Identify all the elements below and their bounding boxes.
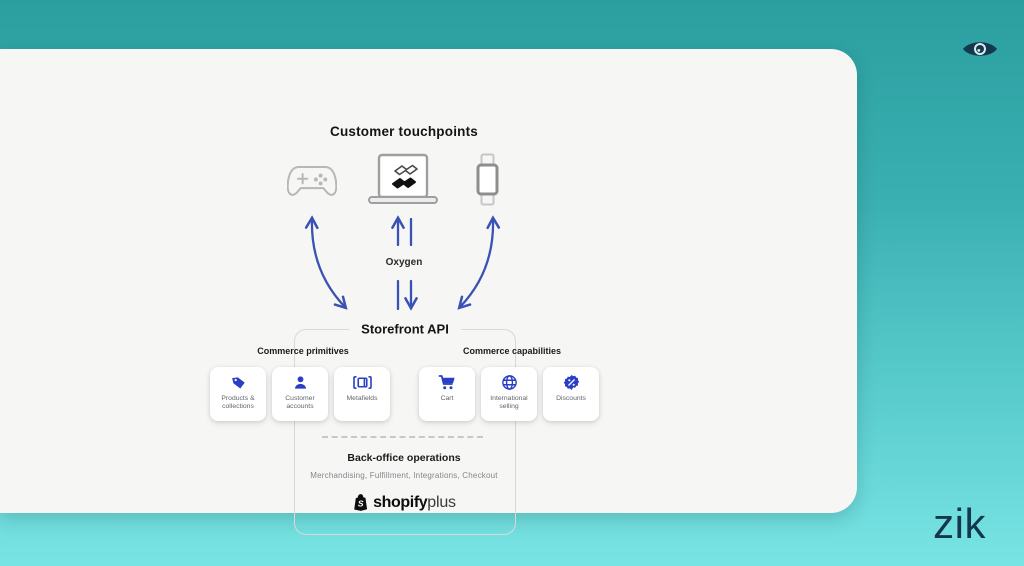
logo-suffix-text: plus (427, 493, 456, 511)
tag-icon (230, 374, 247, 391)
card-label: Discounts (556, 395, 586, 402)
card-metafields: Metafields (334, 367, 390, 421)
storefront-api-box (294, 329, 516, 535)
watermark-text: zik (933, 500, 986, 547)
shopify-bag-icon: S (352, 493, 369, 512)
laptop-hydrogen-icon (367, 153, 439, 213)
commerce-primitives-heading: Commerce primitives (257, 346, 349, 356)
card-customer-accounts: Customer accounts (272, 367, 328, 421)
eye-icon (961, 36, 999, 67)
discount-icon (563, 374, 580, 391)
metafields-icon (352, 374, 372, 391)
diagram-panel: Customer touchpoints (0, 49, 857, 535)
card-label: Metafields (346, 395, 378, 402)
commerce-primitives-cards: Products & collections Customer accounts (210, 367, 390, 421)
smartwatch-icon (476, 153, 499, 211)
back-office-title: Back-office operations (347, 452, 461, 464)
back-office-separator (322, 436, 483, 438)
diagram-title: Customer touchpoints (330, 124, 478, 139)
commerce-capabilities-heading: Commerce capabilities (462, 346, 562, 356)
storefront-api-label: Storefront API (349, 321, 461, 337)
card-products-collections: Products & collections (210, 367, 266, 421)
svg-text:S: S (358, 498, 364, 508)
shopify-plus-logo: S shopifyplus (352, 493, 456, 512)
card-label: International selling (490, 395, 528, 410)
oxygen-label: Oxygen (385, 257, 423, 268)
card-label: Products & collections (221, 395, 255, 410)
card-discounts: Discounts (543, 367, 599, 421)
cart-icon (438, 374, 456, 391)
logo-brand-text: shopify (373, 493, 428, 511)
back-office-subtitle: Merchandising, Fulfillment, Integrations… (310, 471, 498, 480)
card-label: Customer accounts (285, 395, 315, 410)
card-cart: Cart (419, 367, 475, 421)
card-international-selling: International selling (481, 367, 537, 421)
person-icon (292, 374, 309, 391)
gamepad-icon (286, 161, 338, 203)
commerce-capabilities-cards: Cart International selling (419, 367, 599, 421)
globe-icon (501, 374, 518, 391)
card-label: Cart (440, 395, 454, 402)
data-flow-arrows (285, 209, 520, 322)
